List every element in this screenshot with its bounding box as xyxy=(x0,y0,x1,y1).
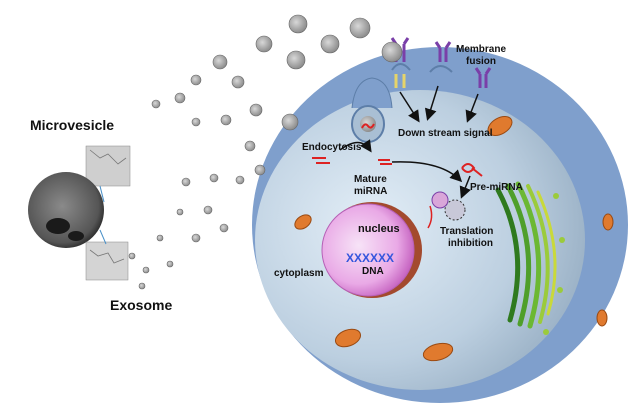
vesicle xyxy=(181,177,191,187)
ribosome-complex xyxy=(427,191,466,229)
translation-inhibition-label: inhibition xyxy=(448,238,493,249)
vesicle xyxy=(203,205,213,215)
endosome xyxy=(351,105,385,143)
exosome-label: Exosome xyxy=(110,297,172,313)
pre-mirna-hairpin xyxy=(461,163,483,177)
membrane-fusion-label: fusion xyxy=(466,56,496,67)
dna-strand: XXXXXX xyxy=(346,251,394,265)
vesicle xyxy=(176,208,184,216)
vesicle xyxy=(286,50,306,70)
exosome-stream xyxy=(128,173,245,290)
vesicle xyxy=(281,113,299,131)
mitochondrion xyxy=(596,309,608,327)
vesicle xyxy=(219,223,229,233)
vesicle xyxy=(320,34,340,54)
microvesicle-label: Microvesicle xyxy=(30,117,114,133)
vesicle xyxy=(142,266,150,274)
endocytosis-pit xyxy=(351,77,393,109)
signal-arrows xyxy=(339,85,479,199)
vesicle xyxy=(191,233,201,243)
vesicle xyxy=(174,92,186,104)
fusion-pit-2 xyxy=(429,65,453,73)
vesicle xyxy=(156,234,164,242)
mitochondrion xyxy=(487,116,513,137)
vesicle xyxy=(151,99,161,109)
cytoplasm-label: cytoplasm xyxy=(274,268,324,279)
vesicle xyxy=(220,114,232,126)
pre-mirna-label: Pre-miRNA xyxy=(470,182,523,193)
vesicle xyxy=(190,74,202,86)
down-stream-signal-label: Down stream signal xyxy=(398,128,493,139)
vesicle xyxy=(231,75,245,89)
vesicle xyxy=(349,17,371,39)
mitochondrion xyxy=(294,214,312,230)
golgi-apparatus xyxy=(495,181,565,335)
vesicle xyxy=(249,103,263,117)
vesicle xyxy=(288,14,308,34)
mature-mirna-label: Mature xyxy=(354,174,387,185)
vesicle xyxy=(166,260,174,268)
mitochondrion xyxy=(334,328,362,348)
nucleus xyxy=(321,202,422,298)
vesicle xyxy=(244,140,256,152)
fusion-pit-1 xyxy=(391,63,411,71)
em-micrograph xyxy=(28,145,131,281)
translation-inhibition-label: Translation xyxy=(440,226,493,237)
mature-mirna xyxy=(312,157,392,165)
vesicle xyxy=(212,54,228,70)
vesicle xyxy=(235,175,245,185)
vesicle xyxy=(128,252,136,260)
vesicle xyxy=(254,164,266,176)
vesicle xyxy=(138,282,146,290)
mitochondria-group xyxy=(294,116,614,362)
vesicle xyxy=(209,173,219,183)
mitochondrion xyxy=(422,342,454,362)
vesicle xyxy=(381,41,403,63)
mature-mirna-label: miRNA xyxy=(354,186,387,197)
vesicle xyxy=(255,35,273,53)
vesicle xyxy=(191,117,201,127)
nucleus-label: nucleus xyxy=(358,223,400,235)
mitochondrion xyxy=(602,213,614,231)
dna-label: DNA xyxy=(362,266,384,277)
membrane-fusion-label: Membrane xyxy=(456,44,506,55)
endocytosis-label: Endocytosis xyxy=(302,142,362,153)
microvesicle-stream xyxy=(151,14,403,176)
